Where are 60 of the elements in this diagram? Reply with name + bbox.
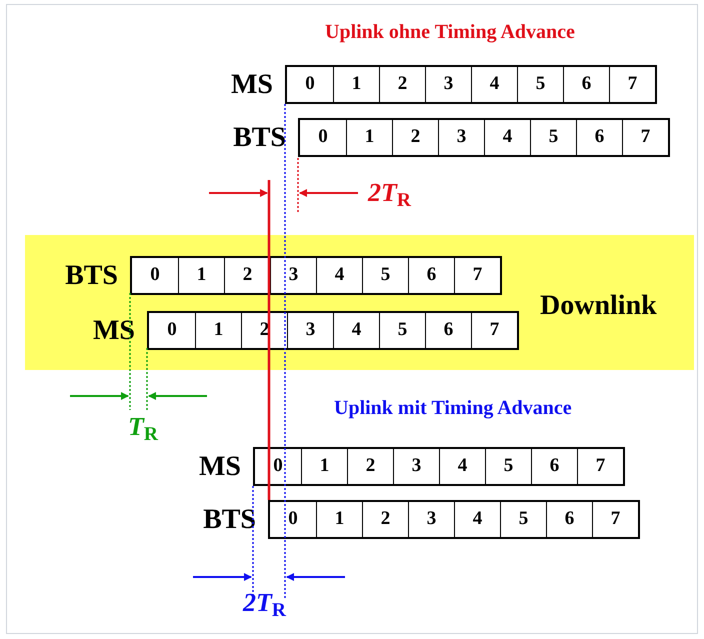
heading: Uplink ohne Timing Advance bbox=[325, 22, 575, 42]
timeslot: 4 bbox=[471, 67, 517, 102]
row-label: MS bbox=[92, 316, 136, 344]
timeslot: 1 bbox=[346, 120, 392, 155]
timeslot: 1 bbox=[333, 67, 379, 102]
timeslot: 2 bbox=[224, 258, 270, 293]
timeslot: 0 bbox=[255, 449, 301, 484]
timeslot: 1 bbox=[195, 313, 241, 348]
dimension-label: 2T$_{R}$ bbox=[243, 590, 286, 616]
band-label: Downlink bbox=[540, 289, 657, 323]
timeslot: 5 bbox=[379, 313, 425, 348]
timeslot: 4 bbox=[333, 313, 379, 348]
timeslot: 2 bbox=[392, 120, 438, 155]
timeslot: 5 bbox=[362, 258, 408, 293]
timeslot: 7 bbox=[454, 258, 500, 293]
timeslot: 6 bbox=[531, 449, 577, 484]
dimension-label: 2T$_{R}$ bbox=[368, 180, 411, 206]
timeslot: 3 bbox=[438, 120, 484, 155]
timeslot: 5 bbox=[530, 120, 576, 155]
timeslot: 4 bbox=[316, 258, 362, 293]
timeslot: 7 bbox=[622, 120, 668, 155]
timeslot: 2 bbox=[241, 313, 287, 348]
timeslot: 1 bbox=[301, 449, 347, 484]
timeslot: 7 bbox=[577, 449, 623, 484]
timeslot: 5 bbox=[500, 502, 546, 537]
timeslot: 6 bbox=[576, 120, 622, 155]
timeslot: 0 bbox=[300, 120, 346, 155]
timeslot: 6 bbox=[425, 313, 471, 348]
timeslot: 2 bbox=[362, 502, 408, 537]
timeslot: 0 bbox=[270, 502, 316, 537]
timeslot: 7 bbox=[592, 502, 638, 537]
timeslot: 3 bbox=[393, 449, 439, 484]
timeslot: 6 bbox=[408, 258, 454, 293]
timeslot: 2 bbox=[347, 449, 393, 484]
timeslot: 1 bbox=[316, 502, 362, 537]
timeslot: 2 bbox=[379, 67, 425, 102]
heading: Uplink mit Timing Advance bbox=[334, 398, 572, 418]
timeslot: 3 bbox=[408, 502, 454, 537]
timeslot: 7 bbox=[609, 67, 655, 102]
timeslot: 0 bbox=[149, 313, 195, 348]
timeslot: 0 bbox=[287, 67, 333, 102]
timeslot: 6 bbox=[546, 502, 592, 537]
timeslot: 4 bbox=[439, 449, 485, 484]
timeslot: 4 bbox=[454, 502, 500, 537]
timeslot: 3 bbox=[270, 258, 316, 293]
dimension-label: T$_{R}$ bbox=[128, 414, 158, 440]
row-label: MS bbox=[198, 452, 242, 480]
row-label: MS bbox=[230, 70, 274, 98]
timeslot: 5 bbox=[517, 67, 563, 102]
row-label: BTS bbox=[202, 506, 257, 534]
timeslot: 0 bbox=[132, 258, 178, 293]
timeslot: 6 bbox=[563, 67, 609, 102]
timeslot: 4 bbox=[484, 120, 530, 155]
row-label: BTS bbox=[232, 124, 287, 152]
timeslot: 5 bbox=[485, 449, 531, 484]
timeslot: 7 bbox=[471, 313, 517, 348]
row-label: BTS bbox=[64, 262, 119, 290]
timeslot: 3 bbox=[425, 67, 471, 102]
timeslot: 3 bbox=[287, 313, 333, 348]
timeslot: 1 bbox=[178, 258, 224, 293]
